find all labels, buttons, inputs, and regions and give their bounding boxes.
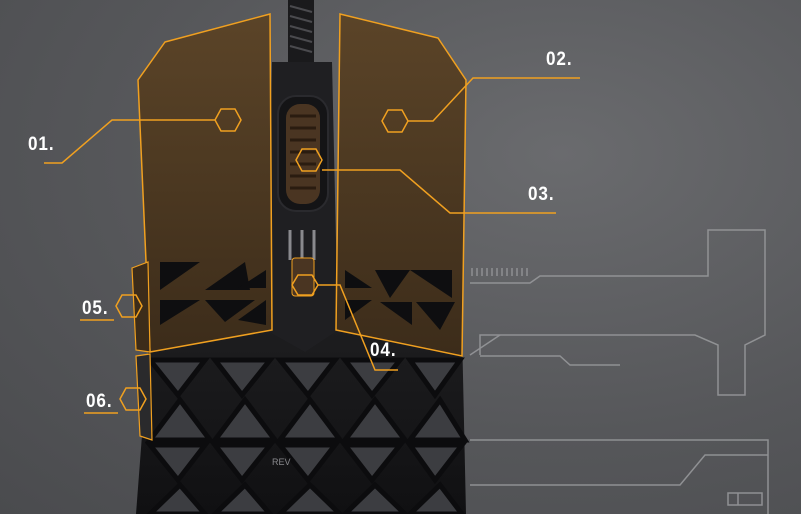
mouse-cable bbox=[288, 0, 314, 62]
right-panel-cutouts bbox=[345, 270, 455, 330]
callout-label-01: 01. bbox=[28, 134, 55, 155]
left-panel-cutouts bbox=[160, 262, 266, 325]
spine-vents bbox=[288, 230, 316, 260]
background-circuit-lines bbox=[469, 229, 769, 514]
callout-leaders bbox=[44, 77, 580, 414]
callout-label-06: 06. bbox=[86, 391, 113, 412]
side-button-back bbox=[135, 353, 153, 441]
vent-ticks bbox=[471, 268, 528, 276]
callout-label-03: 03. bbox=[528, 184, 555, 205]
callout-label-02: 02. bbox=[546, 49, 573, 70]
callout-label-04: 04. bbox=[370, 340, 397, 361]
honeycomb-shell bbox=[144, 357, 470, 514]
callout-label-05: 05. bbox=[82, 298, 109, 319]
rgb-logo-text: REV bbox=[272, 457, 291, 467]
scroll-wheel bbox=[277, 95, 329, 212]
